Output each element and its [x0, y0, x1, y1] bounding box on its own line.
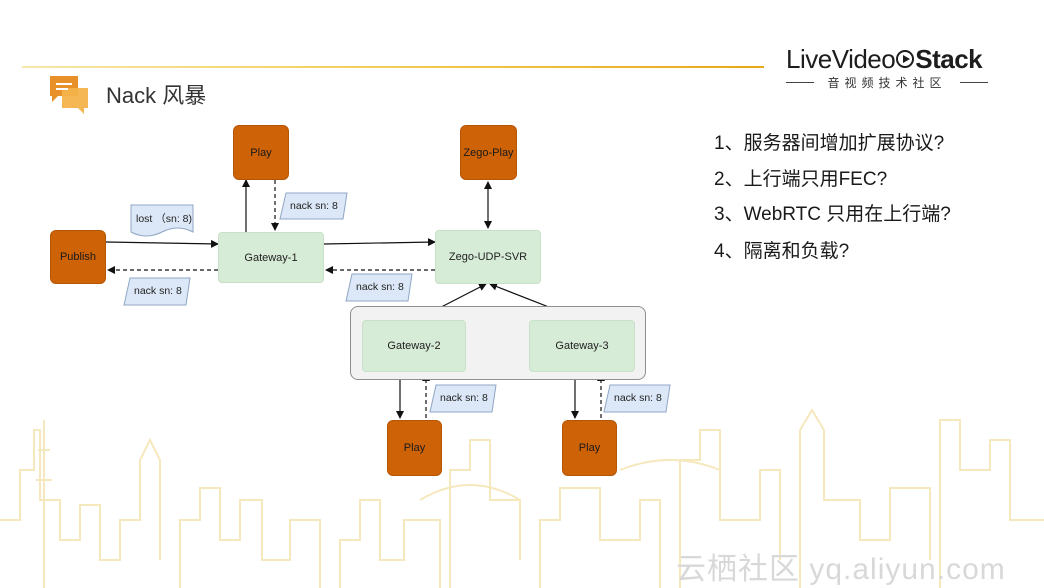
- node-gateway-1[interactable]: Gateway-1: [218, 232, 324, 283]
- note-nack-top: nack sn: 8: [290, 200, 338, 212]
- note-lost-shape: [130, 204, 194, 237]
- note-nack-udp: nack sn: 8: [356, 281, 404, 293]
- node-play-top[interactable]: Play: [233, 125, 289, 180]
- play-icon: [896, 50, 915, 69]
- note-nack-gw3-shape: [603, 384, 671, 413]
- logo-tagline: 音视频技术社区: [786, 74, 988, 91]
- note-lost: lost （sn: 8): [136, 213, 193, 225]
- speech-bubble-icon: [50, 76, 88, 114]
- node-gateway-2[interactable]: Gateway-2: [362, 320, 466, 372]
- watermark: 云栖社区 yq.aliyun.com: [676, 553, 1006, 586]
- node-publish[interactable]: Publish: [50, 230, 106, 284]
- bullet-item: 4、隔离和负载?: [714, 241, 850, 262]
- node-gateway-3[interactable]: Gateway-3: [529, 320, 635, 372]
- header-divider: [22, 66, 764, 68]
- node-play-bottom-left[interactable]: Play: [387, 420, 442, 476]
- edge-publish-gateway1: [105, 239, 219, 248]
- note-nack-gw2-shape: [429, 384, 497, 413]
- note-nack-publish-shape: [123, 277, 191, 306]
- note-nack-udp-shape: [345, 273, 413, 302]
- edge-gateway1-zego: [323, 238, 436, 247]
- node-play-bottom-right[interactable]: Play: [562, 420, 617, 476]
- bullet-item: 3、WebRTC 只用在上行端?: [714, 204, 951, 225]
- node-zego-udp-svr[interactable]: Zego-UDP-SVR: [435, 230, 541, 284]
- bullet-item: 1、服务器间增加扩展协议?: [714, 133, 945, 154]
- node-zego-play[interactable]: Zego-Play: [460, 125, 517, 180]
- note-nack-gw2: nack sn: 8: [440, 392, 488, 404]
- note-nack-gw3: nack sn: 8: [614, 392, 662, 404]
- note-nack-publish: nack sn: 8: [134, 285, 182, 297]
- note-nack-top-shape: [279, 192, 348, 220]
- bullet-item: 2、上行端只用FEC?: [714, 169, 888, 190]
- page-title: Nack 风暴: [106, 83, 207, 108]
